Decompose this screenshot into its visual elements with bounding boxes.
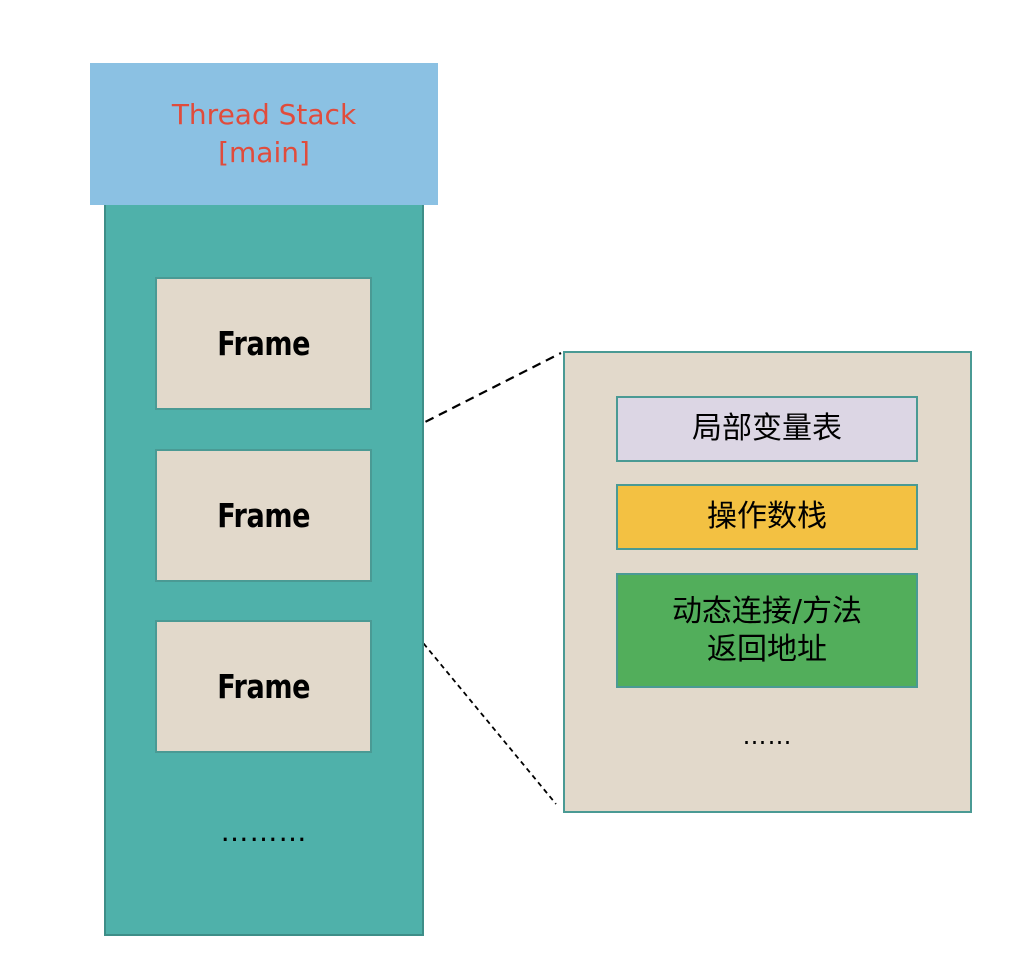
thread-name: [main]: [218, 136, 310, 169]
stack-frame-2: Frame: [155, 449, 372, 582]
operand-stack-label: 操作数栈: [707, 499, 827, 534]
frame-label: Frame: [217, 324, 310, 363]
stack-frame-3: Frame: [155, 620, 372, 753]
operand-stack: 操作数栈: [616, 484, 918, 550]
stack-frame-1: Frame: [155, 277, 372, 410]
dynamic-linking-label: 动态连接/方法: [671, 593, 863, 629]
local-variable-table: 局部变量表: [616, 396, 918, 462]
frame-label: Frame: [217, 496, 310, 535]
thread-stack-header: Thread Stack [main]: [90, 63, 438, 205]
local-variable-table-label: 局部变量表: [692, 411, 842, 446]
return-address-label: 返回地址: [707, 631, 827, 667]
thread-stack-title: Thread Stack: [171, 98, 357, 131]
more-frames-ellipsis: ………: [220, 815, 308, 848]
more-items-ellipsis: ……: [742, 722, 793, 750]
frame-label: Frame: [217, 667, 310, 706]
dynamic-linking-return-address: 动态连接/方法 返回地址: [616, 573, 918, 688]
